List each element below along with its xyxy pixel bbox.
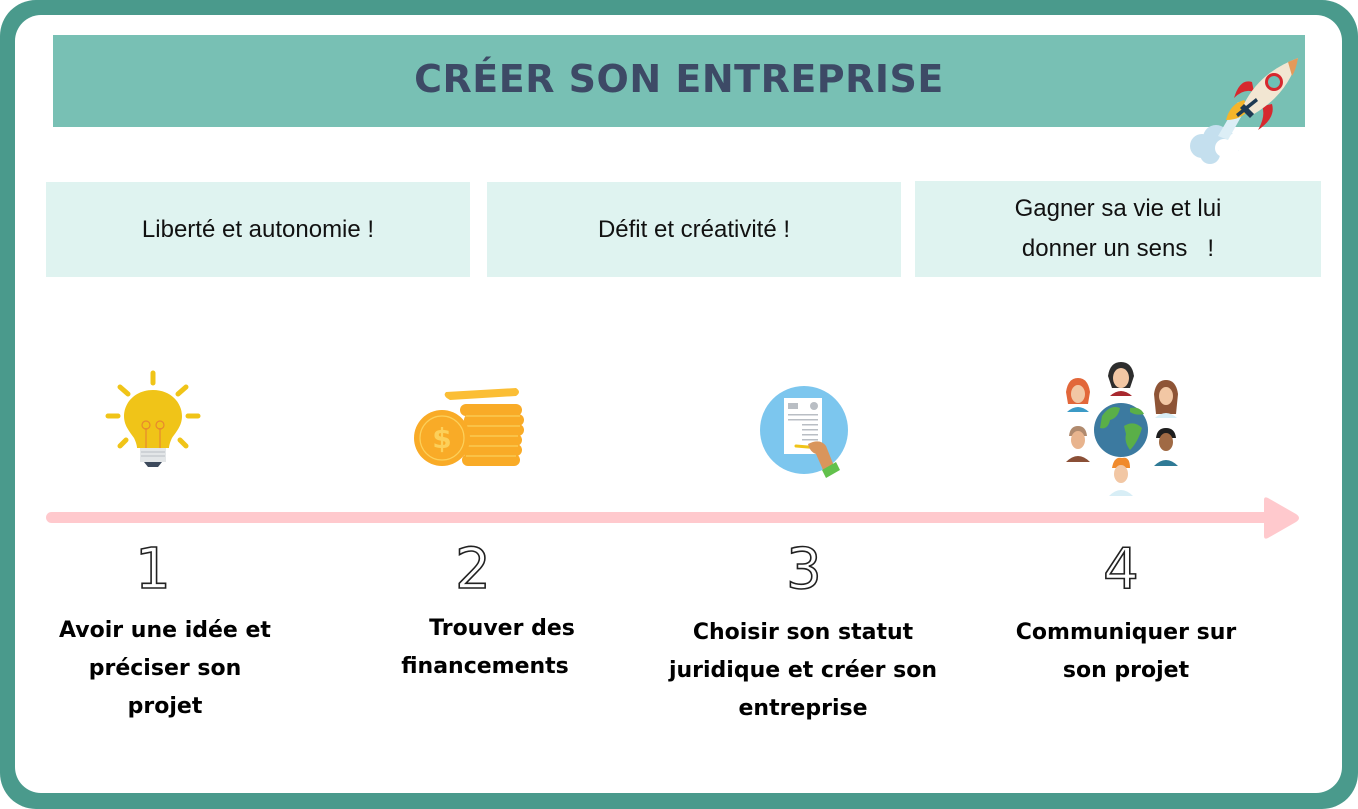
step-number-1: 1 <box>134 537 171 602</box>
motivation-text-line1: Gagner sa vie et lui <box>1014 195 1222 222</box>
step-label-2: Trouver des financements <box>401 616 575 679</box>
step-number-2: 2 <box>454 537 491 602</box>
step-number-3: 3 <box>785 537 822 602</box>
motivation-box-freedom: Liberté et autonomie ! <box>46 182 470 277</box>
page-title: CRÉER SON ENTREPRISE <box>414 57 944 101</box>
header-band: CRÉER SON ENTREPRISE <box>53 35 1305 127</box>
motivation-text-line2: donner un sens ! <box>1021 235 1215 262</box>
motivation-text: Défit et créativité ! <box>597 215 791 243</box>
timeline-arrow <box>46 497 1299 539</box>
step-label-4: Communiquer sur son projet <box>1015 620 1237 683</box>
signing-document-icon <box>760 386 848 478</box>
motivation-text: Liberté et autonomie ! <box>141 215 375 243</box>
step-label-1: Avoir une idée et préciser son projet <box>59 618 271 719</box>
lightbulb-icon <box>105 370 201 467</box>
coins-icon: $ <box>414 388 524 466</box>
svg-text:$: $ <box>432 422 451 455</box>
step-label-3: Choisir son statut juridique et créer so… <box>668 620 938 721</box>
motivation-box-meaning: Gagner sa vie et lui donner un sens ! <box>915 181 1321 277</box>
motivation-box-challenge: Défit et créativité ! <box>487 182 901 277</box>
global-people-icon <box>1066 362 1178 496</box>
step-number-4: 4 <box>1102 537 1139 602</box>
rocket-icon <box>1190 58 1298 164</box>
